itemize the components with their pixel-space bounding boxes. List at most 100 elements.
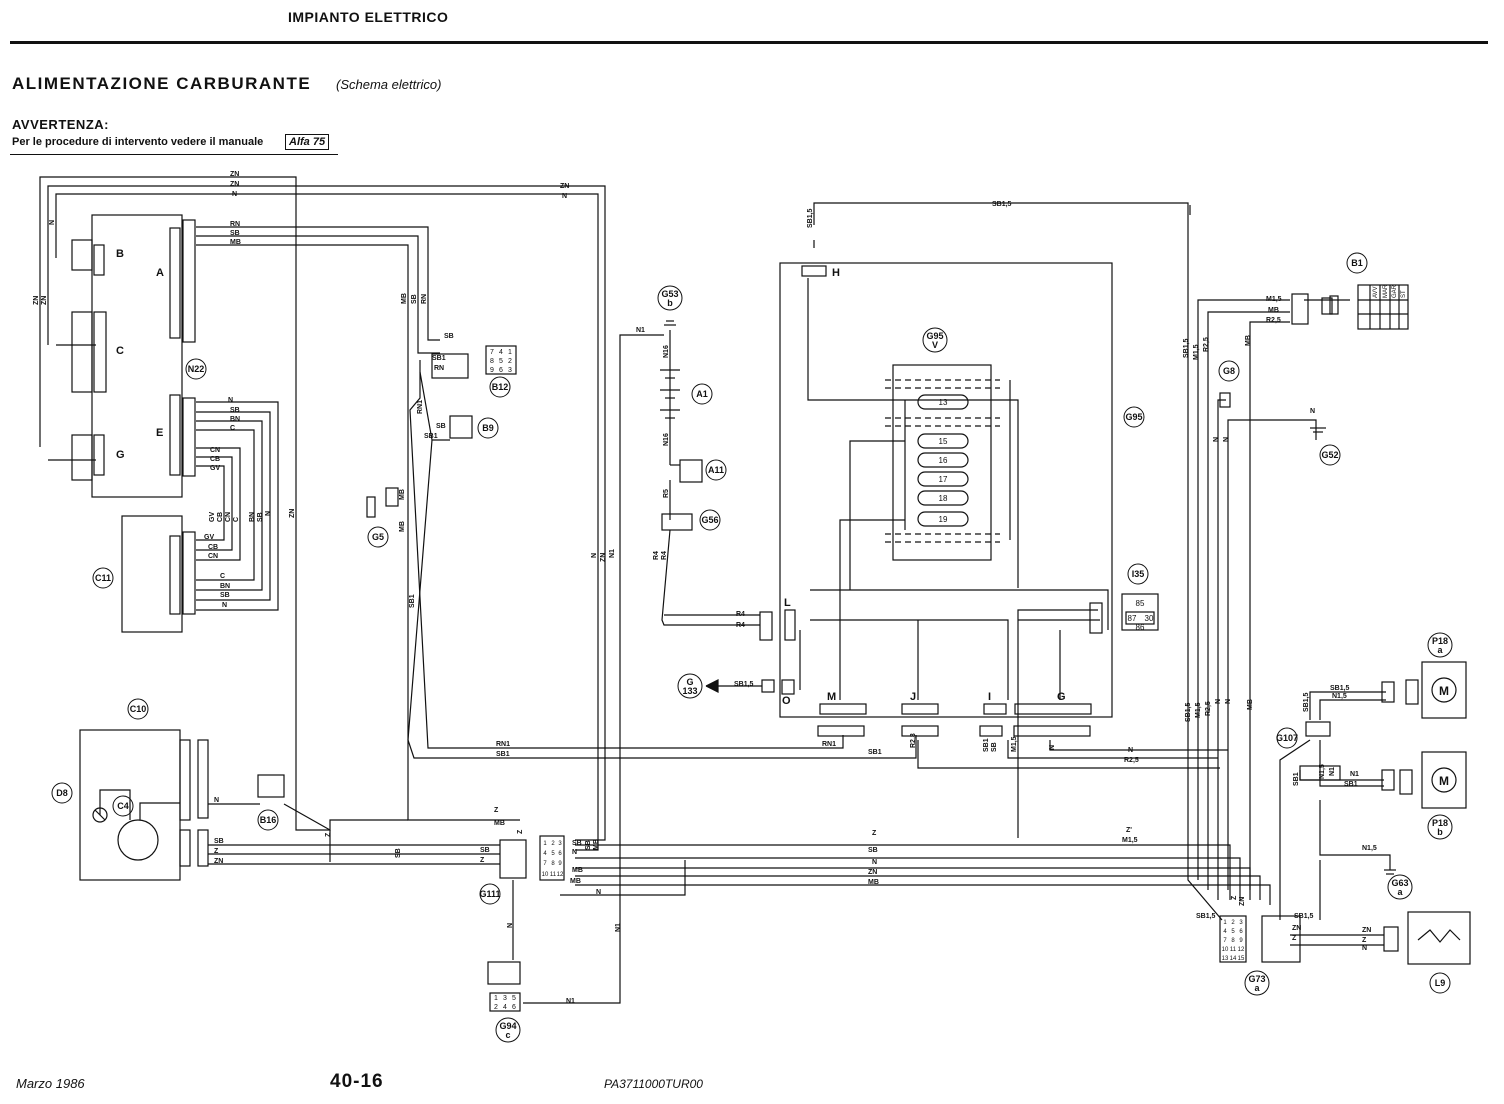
wire-label: SB1,5 [1183, 338, 1190, 358]
label-g52: G52 [1321, 450, 1338, 460]
wire-label: N1 [615, 923, 622, 932]
wire-label: R4 [736, 611, 745, 618]
label-g73-sub: a [1254, 983, 1260, 993]
wire-label: MB [399, 521, 406, 532]
wire-label: SB1,5 [1303, 692, 1310, 712]
wire-label: SB [585, 840, 592, 850]
label-g63: G63 [1391, 878, 1408, 888]
wire-label: ZN [289, 509, 296, 518]
b12-pin: 5 [499, 358, 503, 365]
g111-pin: 9 [558, 861, 562, 867]
conn-g: G [116, 449, 125, 461]
i35-pin: 87 [1128, 614, 1137, 623]
wire-label: SB1,5 [734, 681, 754, 688]
g111-pin: 2 [551, 841, 555, 847]
wire-label: N1 [1350, 771, 1359, 778]
b1-st: ST [1401, 290, 1407, 298]
motor-m-icon: M [1439, 684, 1449, 698]
label-p18b-sub: b [1437, 827, 1443, 837]
conn-e: E [156, 427, 163, 439]
g73-pins: 1 2 3 4 5 6 7 8 9 10 11 12 13 14 15 [1222, 920, 1245, 962]
label-g8: G8 [1223, 366, 1235, 376]
wire-label: R2,3 [910, 733, 917, 748]
wire-label: M1,5 [1011, 736, 1018, 752]
wire-label: RN [230, 221, 240, 228]
conn-h: H [832, 267, 840, 279]
wire-label: CB [210, 456, 220, 463]
g111-pin: 8 [551, 861, 555, 867]
wire-label: N [1225, 699, 1232, 704]
label-g94-sub: c [505, 1030, 510, 1040]
label-p18a: P18 [1432, 636, 1448, 646]
g111-pin: 6 [558, 851, 562, 857]
label-g95: G95 [1125, 412, 1142, 422]
wire-label: R2,5 [1205, 701, 1212, 716]
wire-label: R2,5 [1203, 337, 1210, 352]
component-labels [51, 252, 1453, 1043]
wire-label: R4 [653, 551, 660, 560]
conn-b: B [116, 248, 124, 260]
wire-label: SB1 [1344, 781, 1358, 788]
label-p18a-sub: a [1437, 645, 1443, 655]
wire-label: N1 [566, 998, 575, 1005]
wire-label: MB [868, 879, 879, 886]
vertical-wire-labels: ZN ZN N ZN MB SB RN RN1 SB1 MB MB GV CB … [33, 208, 1336, 932]
wire-label: N [232, 191, 237, 198]
wire-label: N [591, 553, 598, 558]
b1-gar: GAR [1392, 284, 1398, 298]
wire-label: R2,5 [1266, 317, 1281, 324]
footer-code: PA3711000TUR00 [604, 1077, 703, 1091]
wire-label: BN [230, 416, 240, 423]
wire-label: SB [220, 592, 230, 599]
label-g107: G107 [1276, 733, 1298, 743]
wire-label: N [214, 797, 219, 804]
wire-label: N [1049, 745, 1056, 750]
label-g133-sub: 133 [682, 686, 697, 696]
wire-label: SB [230, 407, 240, 414]
wire-label: ZN [1239, 897, 1246, 906]
wire-label: Z [214, 848, 219, 855]
wire-label: SB [230, 230, 240, 237]
g73-pin: 9 [1239, 938, 1243, 944]
b12-pin: 1 [508, 349, 512, 356]
g111-pin: 12 [557, 872, 564, 878]
g111-pin: 7 [543, 861, 547, 867]
wire-label: N16 [663, 433, 670, 446]
wire-label: N1 [609, 549, 616, 558]
label-b9: B9 [482, 423, 494, 433]
label-g53: G53 [661, 289, 678, 299]
g111-pin: 11 [550, 872, 557, 878]
label-b12: B12 [492, 382, 509, 392]
wire-label: SB1,5 [1294, 913, 1314, 920]
wire-label: N [507, 923, 514, 928]
wire-label: N [872, 859, 877, 866]
g73-pin: 2 [1231, 920, 1235, 926]
label-c10: C10 [130, 704, 147, 714]
wire-label: Z' [1126, 827, 1132, 834]
wire-label: MB [399, 489, 406, 500]
conn-l: L [784, 597, 791, 609]
wire-label: ZN [1362, 927, 1371, 934]
wire-label: N1 [1329, 767, 1336, 776]
label-b16: B16 [260, 815, 277, 825]
label-b1: B1 [1351, 258, 1363, 268]
label-a1: A1 [696, 389, 708, 399]
wire-label: N1 [636, 327, 645, 334]
component-ids: N22 C11 C10 D8 C4 B16 G5 B12 B9 G111 G94… [56, 258, 1448, 1040]
connector-a-pins [169, 227, 181, 339]
wire-label: MB [494, 820, 505, 827]
wire-label: Z [872, 830, 877, 837]
wire-label: N [572, 849, 577, 856]
wire-label: ZN [214, 858, 223, 865]
wire-label: C [230, 425, 235, 432]
wire-label: SB [444, 333, 454, 340]
b12-pin: 4 [499, 349, 503, 356]
wire-label: Z [1231, 895, 1238, 900]
page-subtitle: (Schema elettrico) [336, 77, 442, 92]
footer-date: Marzo 1986 [16, 1076, 85, 1091]
g111-pin: 10 [542, 872, 549, 878]
label-a11: A11 [708, 465, 724, 475]
wire-label: N [265, 511, 272, 516]
label-d8: D8 [56, 788, 68, 798]
